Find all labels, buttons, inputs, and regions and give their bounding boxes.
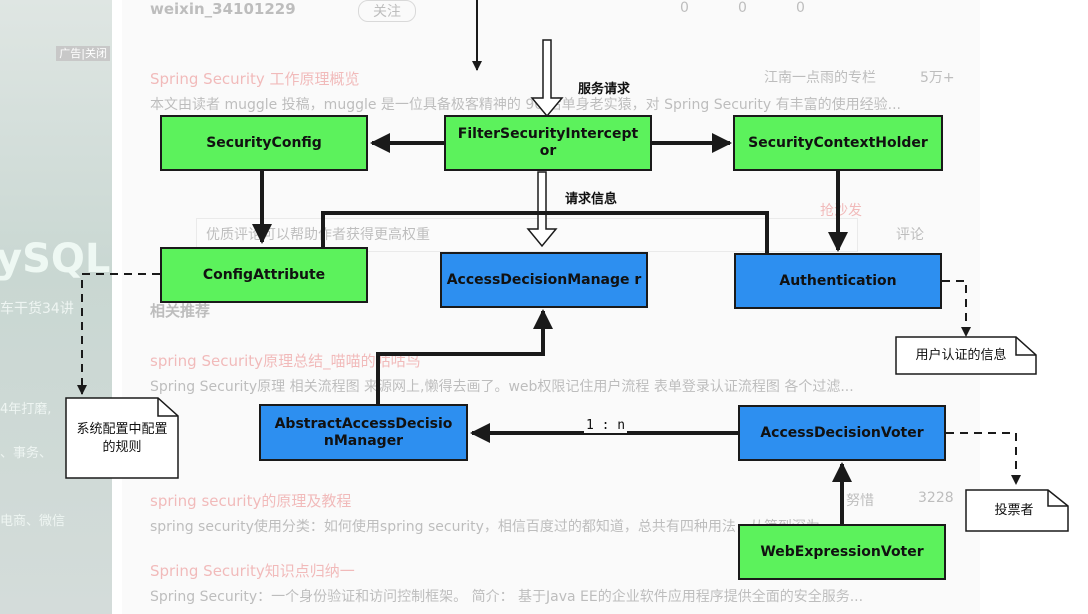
article-title[interactable]: spring Security原理总结_喵喵的咕咕鸟 (150, 352, 421, 370)
article-title[interactable]: spring security的原理及教程 (150, 492, 352, 510)
ad-label[interactable]: 广告|关闭 (56, 46, 110, 61)
left-ad-panel: 广告|关闭 ySQL 车干货34讲 4年打磨, 、事务、 电商、微信 (0, 0, 112, 614)
note-shape-user-auth (895, 336, 1037, 375)
note-shape-system-config-fold (157, 398, 178, 417)
node-web-expression-voter: WebExpressionVoter (738, 524, 946, 580)
ad-line: 4年打磨, (0, 402, 52, 417)
note-shape-voter (965, 489, 1069, 532)
comment-count[interactable]: 0 (738, 0, 747, 16)
arrow-to-access-decision-manager (376, 309, 553, 404)
article-snippet: 本文由读者 muggle 投稿，muggle 是一位具备极客精神的 90 后单身… (150, 97, 902, 113)
note-shape-voter-fold (1047, 490, 1068, 507)
ad-line: 、事务、 (0, 446, 53, 461)
ad-line: 电商、微信 (0, 514, 66, 529)
ad-headline: ySQL (0, 236, 111, 282)
note-voter: 投票者 (994, 502, 1034, 518)
comment-badge: 抢沙发 (820, 203, 862, 219)
note-user-auth: 用户认证的信息 (915, 347, 1007, 363)
arrow-request-info (526, 171, 558, 248)
article-snippet: Spring Security原理 相关流程图 来源网上,懒得去画了。web权限… (150, 379, 854, 395)
label-ratio: 1 : n (584, 418, 628, 433)
arrow-service-request (530, 39, 564, 118)
article-title[interactable]: Spring Security 工作原理概览 (150, 70, 360, 88)
comment-button[interactable]: 评论 (896, 227, 924, 243)
dashed-to-user-auth-note (942, 280, 971, 337)
comment-input[interactable] (196, 218, 858, 252)
dashed-to-voter-note (946, 432, 1021, 485)
article-views: 3228 (918, 490, 954, 506)
article-views: 5万+ (920, 70, 955, 86)
related-heading: 相关推荐 (150, 302, 211, 320)
node-config-attribute: ConfigAttribute (160, 247, 368, 303)
article-snippet: spring security使用分类：如何使用spring security，… (150, 519, 834, 535)
label-request-info: 请求信息 (565, 192, 618, 207)
line-config-auth (321, 211, 769, 253)
dashed-to-system-config-note (77, 273, 160, 395)
article-snippet: Spring Security：一个身份验证和访问控制框架。 简介： 基于Jav… (150, 589, 864, 605)
note-system-config: 系统配置中配置的规则 (76, 422, 168, 455)
author-name[interactable]: weixin_34101229 (150, 0, 296, 18)
article-source: 江南一点雨的专栏 (764, 70, 876, 86)
note-shape-system-config (65, 397, 179, 479)
node-abstract-access-decision-manager: AbstractAccessDecisio nManager (259, 404, 468, 461)
like-count[interactable]: 0 (680, 0, 689, 16)
node-filter-security-interceptor: FilterSecurityIntercept or (444, 115, 652, 171)
note-shape-user-auth-fold (1015, 337, 1036, 356)
node-access-decision-voter: AccessDecisionVoter (738, 405, 946, 461)
article-title[interactable]: Spring Security知识点归纳一 (150, 562, 355, 580)
ad-line: 车干货34讲 (0, 301, 74, 317)
label-service-request: 服务请求 (578, 82, 631, 97)
star-count[interactable]: 0 (796, 0, 805, 16)
node-security-context-holder: SecurityContextHolder (733, 115, 943, 171)
node-authentication: Authentication (734, 253, 942, 309)
node-security-config: SecurityConfig (160, 115, 368, 171)
article-source: 努惜 (846, 493, 874, 509)
node-access-decision-manager: AccessDecisionManage r (440, 252, 648, 308)
follow-button[interactable]: 关注 (358, 0, 416, 22)
